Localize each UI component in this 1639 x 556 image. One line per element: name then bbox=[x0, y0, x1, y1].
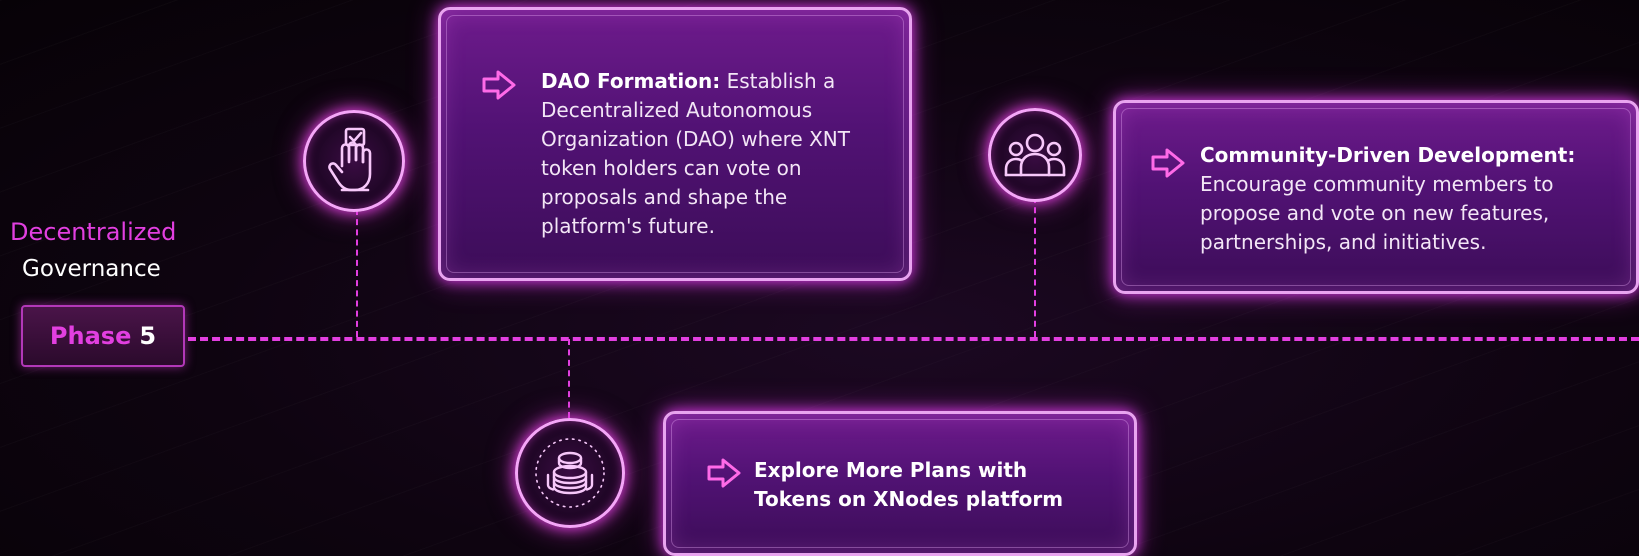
connector-line-1 bbox=[356, 209, 358, 337]
phase-label: Phase bbox=[49, 322, 132, 350]
timeline-line bbox=[188, 337, 1639, 341]
connector-line-2 bbox=[1034, 197, 1036, 337]
hand-vote-checkbox-icon bbox=[303, 110, 405, 212]
card-dao-formation: DAO Formation: Establish a Decentralized… bbox=[438, 7, 912, 281]
community-people-icon bbox=[988, 108, 1082, 202]
card-dao-body: Establish a Decentralized Autonomous Org… bbox=[541, 69, 850, 238]
arrow-right-icon bbox=[1151, 148, 1185, 178]
card-community-heading: Community-Driven Development: bbox=[1200, 143, 1576, 167]
arrow-right-icon bbox=[707, 458, 741, 488]
card-dao-heading: DAO Formation: bbox=[541, 69, 721, 93]
phase-number: 5 bbox=[139, 322, 157, 350]
phase-badge: Phase 5 bbox=[21, 305, 185, 367]
connector-line-3 bbox=[568, 339, 570, 418]
card-explore-text: Explore More Plans with Tokens on XNodes… bbox=[754, 456, 1064, 514]
phase-title-line2: Governance bbox=[22, 256, 161, 282]
card-community-text: Community-Driven Development: Encourage c… bbox=[1200, 141, 1580, 257]
phase-title-line1: Decentralized bbox=[10, 218, 177, 246]
arrow-right-icon bbox=[482, 70, 516, 100]
card-dao-text: DAO Formation: Establish a Decentralized… bbox=[541, 67, 851, 241]
card-community-development: Community-Driven Development: Encourage c… bbox=[1113, 100, 1639, 294]
card-community-body: Encourage community members to propose a… bbox=[1200, 172, 1554, 254]
token-stack-icon bbox=[515, 418, 625, 528]
card-explore-plans: Explore More Plans with Tokens on XNodes… bbox=[663, 411, 1137, 556]
card-explore-heading: Explore More Plans with Tokens on XNodes… bbox=[754, 458, 1064, 511]
